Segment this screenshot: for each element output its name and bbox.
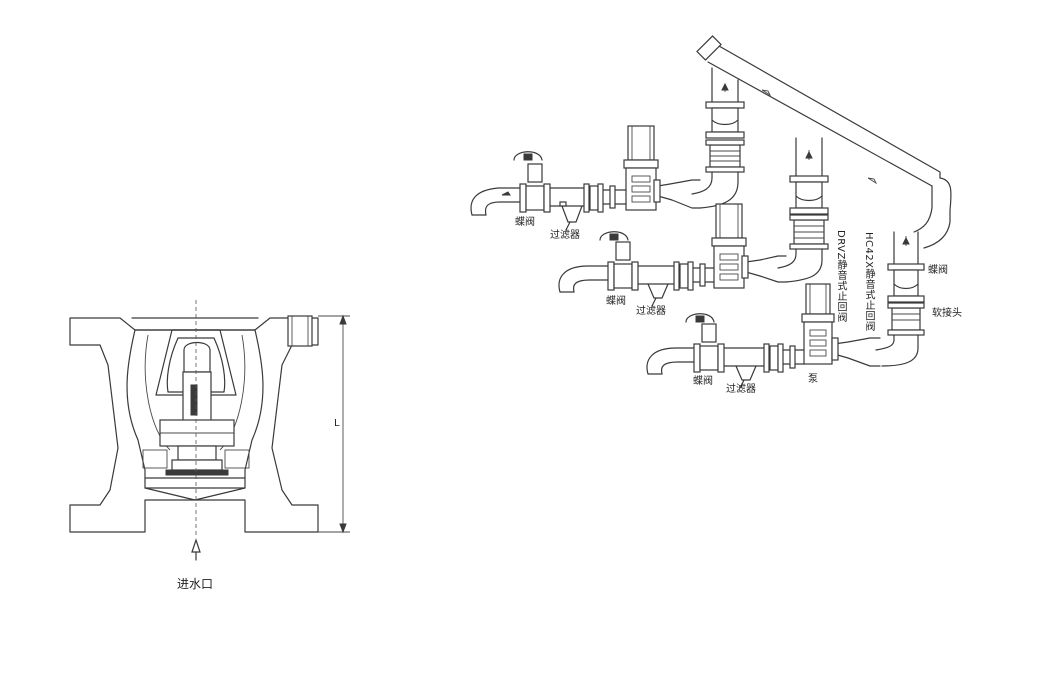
- valve-cross-section: [69, 300, 350, 561]
- butterfly-valve-label-1: 蝶阀: [515, 217, 535, 228]
- filter-label-1: 过滤器: [550, 230, 580, 241]
- butterfly-valve-label-4: 蝶阀: [928, 265, 948, 276]
- branch-2-piping: [558, 231, 715, 307]
- riser-3: [875, 231, 925, 367]
- pump-label: 泵: [808, 374, 818, 385]
- branch-1-piping: [470, 151, 627, 231]
- branch-3-piping: [646, 313, 805, 389]
- pump-system: [470, 35, 952, 389]
- hc42x-check-valve-label: HC42X静音式止回阀: [863, 232, 874, 332]
- butterfly-valve-label-2: 蝶阀: [606, 296, 626, 307]
- soft-joint-label: 软接头: [932, 308, 962, 319]
- inlet-label: 进水口: [177, 577, 214, 591]
- filter-label-2: 过滤器: [636, 306, 666, 317]
- riser-1: [691, 67, 745, 209]
- main-header-pipe: [696, 35, 952, 249]
- pump-3: [801, 283, 881, 367]
- dimension-l-label: L: [334, 418, 340, 429]
- riser-2: [777, 137, 829, 283]
- butterfly-valve-label-3: 蝶阀: [693, 376, 713, 387]
- filter-label-3: 过滤器: [726, 384, 756, 395]
- pump-1: [623, 125, 701, 211]
- pump-2: [711, 203, 787, 289]
- drvz-check-valve-label: DRVZ静音式止回阀: [835, 230, 846, 323]
